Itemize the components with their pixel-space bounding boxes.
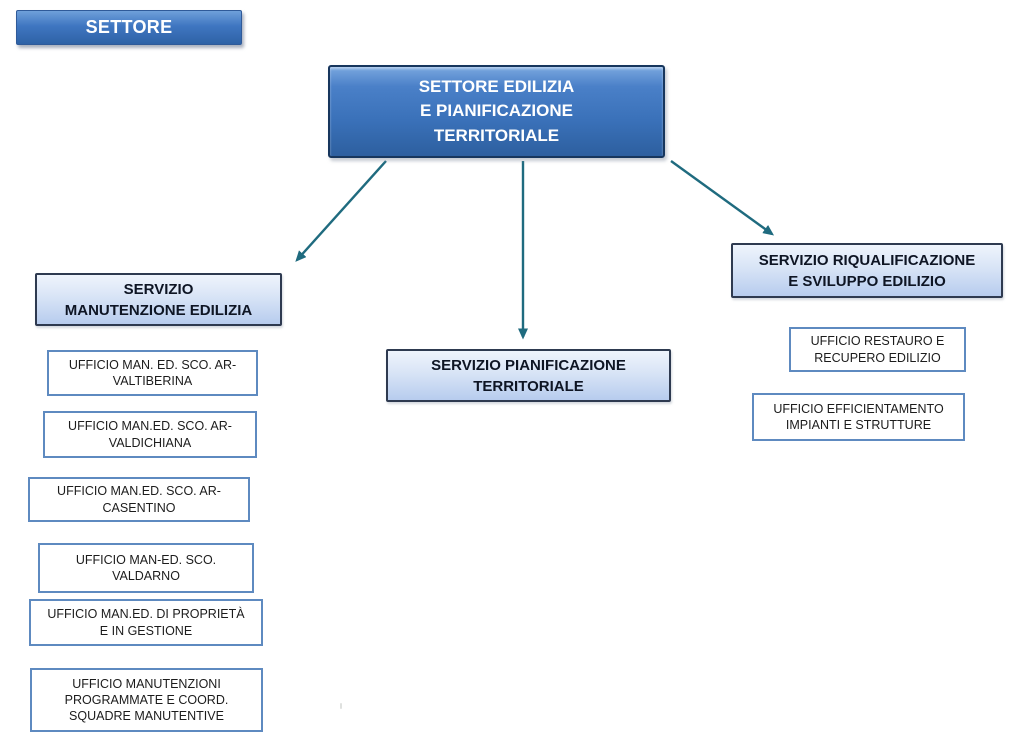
office-label: UFFICIO EFFICIENTAMENTO IMPIANTI E STRUT… — [773, 401, 944, 432]
page-title-banner: SETTORE — [16, 10, 242, 45]
office-restauro-recupero: UFFICIO RESTAURO E RECUPERO EDILIZIO — [789, 327, 966, 372]
branch-servizio-riqualificazione-sviluppo: SERVIZIO RIQUALIFICAZIONE E SVILUPPO EDI… — [731, 243, 1003, 298]
branch-servizio-manutenzione-edilizia: SERVIZIO MANUTENZIONE EDILIZIA — [35, 273, 282, 326]
office-label: UFFICIO MANUTENZIONI PROGRAMMATE E COORD… — [64, 676, 229, 724]
office-valdichiana: UFFICIO MAN.ED. SCO. AR- VALDICHIANA — [43, 411, 257, 458]
office-label: UFFICIO MAN.ED. SCO. AR- VALDICHIANA — [68, 419, 232, 450]
office-valdarno: UFFICIO MAN-ED. SCO. VALDARNO — [38, 543, 254, 593]
office-label: UFFICIO RESTAURO E RECUPERO EDILIZIO — [810, 334, 945, 365]
office-proprieta-gestione: UFFICIO MAN.ED. DI PROPRIETÀ E IN GESTIO… — [29, 599, 263, 646]
page-title: SETTORE — [85, 17, 173, 37]
office-label: UFFICIO MAN-ED. SCO. VALDARNO — [75, 552, 217, 583]
stray-mark — [340, 703, 342, 709]
arrow-root-to-manutenzione — [295, 160, 387, 262]
root-node-label: SETTORE EDILIZIA E PIANIFICAZIONE TERRIT… — [418, 76, 575, 145]
office-casentino: UFFICIO MAN.ED. SCO. AR- CASENTINO — [28, 477, 250, 522]
office-label: UFFICIO MAN.ED. DI PROPRIETÀ E IN GESTIO… — [47, 607, 245, 638]
arrow-root-to-riqualificazione — [670, 160, 775, 236]
root-node: SETTORE EDILIZIA E PIANIFICAZIONE TERRIT… — [328, 65, 665, 158]
branch-label: SERVIZIO PIANIFICAZIONE TERRITORIALE — [431, 356, 626, 395]
branch-label: SERVIZIO MANUTENZIONE EDILIZIA — [64, 280, 253, 319]
office-manutenzioni-programmate: UFFICIO MANUTENZIONI PROGRAMMATE E COORD… — [30, 668, 263, 732]
office-valtiberina: UFFICIO MAN. ED. SCO. AR- VALTIBERINA — [47, 350, 258, 396]
office-label: UFFICIO MAN.ED. SCO. AR- CASENTINO — [57, 484, 221, 515]
office-efficientamento: UFFICIO EFFICIENTAMENTO IMPIANTI E STRUT… — [752, 393, 965, 441]
office-label: UFFICIO MAN. ED. SCO. AR- VALTIBERINA — [68, 357, 237, 388]
branch-label: SERVIZIO RIQUALIFICAZIONE E SVILUPPO EDI… — [758, 251, 976, 290]
branch-servizio-pianificazione-territoriale: SERVIZIO PIANIFICAZIONE TERRITORIALE — [386, 349, 671, 402]
